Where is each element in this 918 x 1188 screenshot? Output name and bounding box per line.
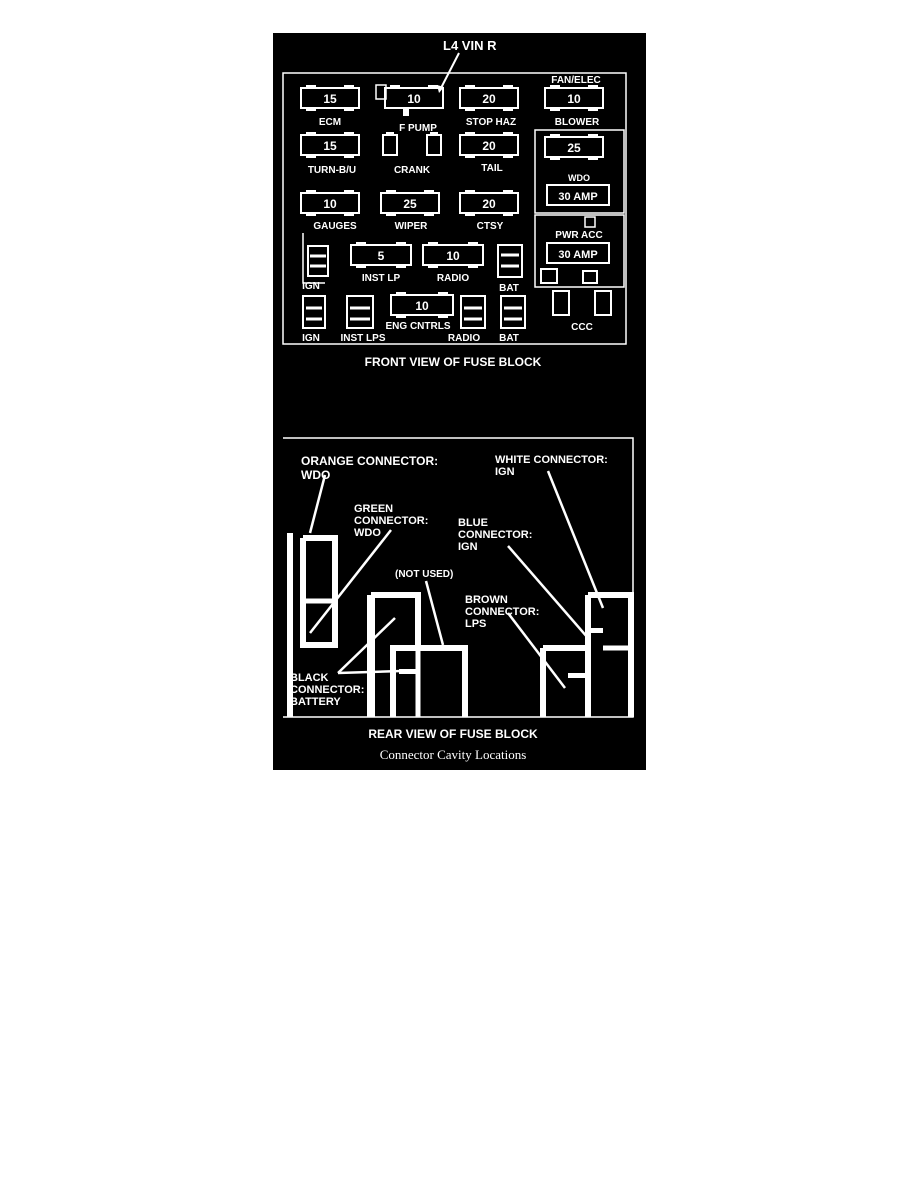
fuse-turn-bu: 15 TURN-B/U bbox=[300, 132, 360, 176]
breaker-name: WDO bbox=[568, 173, 590, 183]
fuse-blower: FAN/ELEC 10 BLOWER bbox=[544, 75, 604, 128]
cavity-label: IGN bbox=[302, 333, 320, 344]
fuse-rating: 20 bbox=[482, 197, 496, 211]
cavity-label: BAT bbox=[499, 283, 519, 294]
fuse-label: ENG CNTRLS bbox=[386, 321, 451, 332]
breaker-pwr-acc: PWR ACC 30 AMP bbox=[540, 216, 610, 284]
fuse-25-right: 25 bbox=[544, 134, 604, 160]
figure-caption: Connector Cavity Locations bbox=[380, 747, 527, 762]
fuse-label: CTSY bbox=[477, 221, 504, 232]
fuse-rating: 10 bbox=[415, 299, 429, 313]
fuse-tail: 20 TAIL bbox=[459, 132, 519, 174]
label-black-connector: BLACK CONNECTOR: BATTERY bbox=[290, 672, 364, 708]
fuse-rating: 15 bbox=[323, 92, 337, 106]
cavity-radio: RADIO bbox=[448, 295, 486, 344]
front-view-title: FRONT VIEW OF FUSE BLOCK bbox=[365, 355, 542, 369]
fuse-eng-cntrls: 10 ENG CNTRLS bbox=[386, 292, 454, 332]
fuse-stop-haz: 20 STOP HAZ bbox=[459, 85, 519, 128]
cavity-ign-1: IGN bbox=[302, 233, 329, 292]
svg-text:BROWN: BROWN bbox=[465, 594, 508, 606]
svg-text:BATTERY: BATTERY bbox=[290, 696, 341, 708]
fuse-label: WIPER bbox=[395, 221, 429, 232]
svg-text:BLACK: BLACK bbox=[290, 672, 329, 684]
fuse-label: INST LP bbox=[362, 273, 401, 284]
fuse-label: STOP HAZ bbox=[466, 117, 516, 128]
svg-text:CONNECTOR:: CONNECTOR: bbox=[354, 515, 428, 527]
fuse-label: ECM bbox=[319, 117, 341, 128]
callout-leader bbox=[440, 52, 460, 89]
fuse-label: RADIO bbox=[437, 273, 469, 284]
fuse-label: F PUMP bbox=[399, 123, 437, 134]
leader-lines bbox=[308, 470, 605, 689]
svg-text:LPS: LPS bbox=[465, 618, 486, 630]
fuse-label: CRANK bbox=[394, 165, 431, 176]
cavity-label: IGN bbox=[302, 281, 320, 292]
fuse-rating: 20 bbox=[482, 139, 496, 153]
cavity-ign-2: IGN bbox=[302, 295, 326, 344]
fuse-rating: 10 bbox=[567, 92, 581, 106]
wdo-breaker-frame bbox=[534, 129, 625, 214]
svg-text:BLUE: BLUE bbox=[458, 517, 488, 529]
fuse-label: GAUGES bbox=[313, 221, 357, 232]
svg-text:WDO: WDO bbox=[301, 468, 330, 482]
fuse-block-figure: L4 VIN R 15 ECM 10 F PUMP 20 STOP HAZ FA… bbox=[273, 33, 646, 770]
svg-text:(NOT USED): (NOT USED) bbox=[395, 569, 453, 580]
fuse-rating: 10 bbox=[323, 197, 337, 211]
svg-text:CONNECTOR:: CONNECTOR: bbox=[465, 606, 539, 618]
svg-text:WDO: WDO bbox=[354, 527, 381, 539]
fuse-radio: 10 RADIO bbox=[422, 242, 484, 284]
callout-l4-vin-r: L4 VIN R bbox=[443, 38, 497, 53]
fuse-rating: 10 bbox=[446, 249, 460, 263]
svg-text:ORANGE CONNECTOR:: ORANGE CONNECTOR: bbox=[301, 454, 438, 468]
svg-text:WHITE CONNECTOR:: WHITE CONNECTOR: bbox=[495, 454, 608, 466]
label-not-used: (NOT USED) bbox=[395, 569, 453, 580]
svg-text:GREEN: GREEN bbox=[354, 503, 393, 515]
label-white-connector: WHITE CONNECTOR: IGN bbox=[495, 454, 608, 478]
fuse-label: BLOWER bbox=[555, 117, 600, 128]
front-block-outline bbox=[282, 72, 627, 345]
fuse-rating: 25 bbox=[567, 141, 581, 155]
label-green-connector: GREEN CONNECTOR: WDO bbox=[354, 503, 428, 539]
cavity-bat-1: BAT bbox=[497, 244, 523, 294]
fuse-label: TAIL bbox=[481, 163, 502, 174]
cavity-ccc: CCC bbox=[552, 290, 612, 333]
fuse-inst-lp: 5 INST LP bbox=[350, 242, 412, 284]
breaker-rating: 30 AMP bbox=[558, 249, 597, 261]
rear-block-outline bbox=[283, 437, 634, 718]
fuse-ecm: 15 ECM bbox=[300, 85, 360, 128]
fuse-rating: 10 bbox=[407, 92, 421, 106]
label-blue-connector: BLUE CONNECTOR: IGN bbox=[458, 517, 532, 553]
breaker-name: PWR ACC bbox=[555, 230, 602, 241]
cavity-label: BAT bbox=[499, 333, 519, 344]
fuse-f-pump: 10 F PUMP bbox=[375, 84, 444, 134]
fuse-rating: 15 bbox=[323, 139, 337, 153]
fuse-rating: 25 bbox=[403, 197, 417, 211]
breaker-rating: 30 AMP bbox=[558, 191, 597, 203]
cavity-label: INST LPS bbox=[340, 333, 385, 344]
cavity-bat-2: BAT bbox=[499, 295, 526, 344]
fuse-label: TURN-B/U bbox=[308, 165, 356, 176]
fuse-rating: 5 bbox=[378, 249, 385, 263]
fuse-ctsy: 20 CTSY bbox=[459, 190, 519, 232]
label-brown-connector: BROWN CONNECTOR: LPS bbox=[465, 594, 539, 630]
fuse-crank: CRANK bbox=[382, 132, 442, 176]
svg-text:IGN: IGN bbox=[458, 541, 478, 553]
pwr-acc-breaker-frame bbox=[534, 214, 625, 288]
svg-text:IGN: IGN bbox=[495, 466, 515, 478]
fuse-wiper: 25 WIPER bbox=[380, 190, 440, 232]
cavity-inst-lps: INST LPS bbox=[340, 295, 386, 344]
rear-view-title: REAR VIEW OF FUSE BLOCK bbox=[368, 727, 538, 741]
label-orange-connector: ORANGE CONNECTOR: WDO bbox=[301, 454, 438, 482]
fuse-rating: 20 bbox=[482, 92, 496, 106]
fuse-gauges: 10 GAUGES bbox=[300, 190, 360, 232]
svg-text:CONNECTOR:: CONNECTOR: bbox=[290, 684, 364, 696]
cavity-label: RADIO bbox=[448, 333, 480, 344]
cavity-label: CCC bbox=[571, 322, 593, 333]
svg-text:CONNECTOR:: CONNECTOR: bbox=[458, 529, 532, 541]
fuse-block-diagram: L4 VIN R 15 ECM 10 F PUMP 20 STOP HAZ FA… bbox=[282, 38, 634, 762]
breaker-wdo: WDO 30 AMP bbox=[546, 173, 610, 206]
fuse-top-label: FAN/ELEC bbox=[551, 75, 600, 86]
